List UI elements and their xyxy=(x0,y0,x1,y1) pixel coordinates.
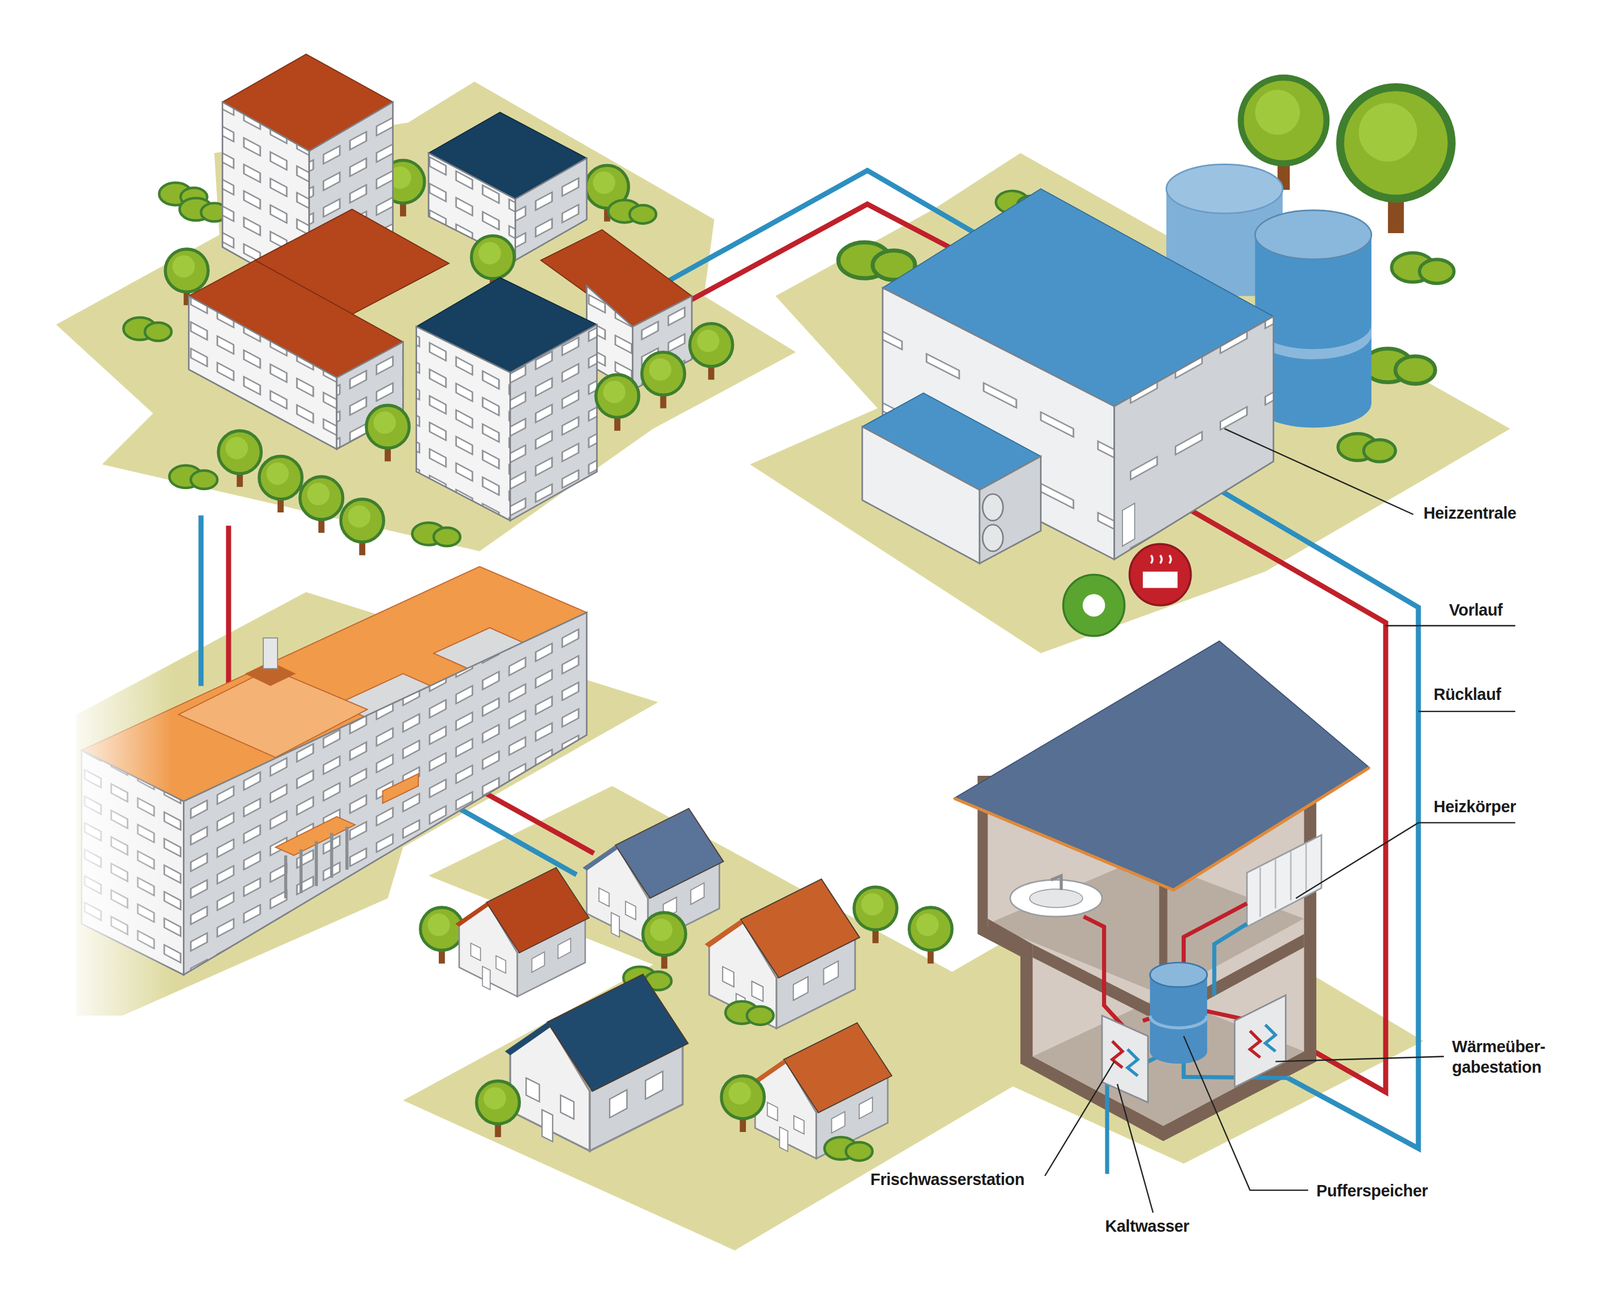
callout-label: Pufferspeicher xyxy=(1316,1180,1428,1202)
fresh-water-station xyxy=(1101,1015,1149,1102)
bush xyxy=(1363,348,1436,385)
callout-label: Heizkörper xyxy=(1433,797,1517,818)
buffer-tank-band xyxy=(1149,1015,1207,1028)
wall xyxy=(509,324,597,521)
exchanger-coil xyxy=(1265,1024,1276,1052)
bush xyxy=(179,197,228,222)
leader-line xyxy=(1045,1060,1115,1176)
callout-label: Heizzentrale xyxy=(1423,503,1517,524)
portico-roof xyxy=(382,773,419,803)
fan xyxy=(982,494,1004,521)
tree xyxy=(218,430,261,487)
callout-label: Wärmeüber- gabestation xyxy=(1451,1036,1554,1078)
tree xyxy=(366,405,410,461)
supply-pipe xyxy=(481,790,594,853)
radiator xyxy=(1246,834,1322,927)
tree xyxy=(1340,87,1452,234)
sink-bowl xyxy=(1029,888,1083,908)
callout-label: Rücklauf xyxy=(1433,684,1501,706)
bush xyxy=(1337,433,1396,462)
tap xyxy=(1051,875,1062,891)
bush xyxy=(1337,433,1396,462)
bush xyxy=(725,1001,774,1025)
tree xyxy=(340,499,384,555)
leader-line xyxy=(1224,428,1414,514)
buffer-tank-top xyxy=(1149,962,1207,987)
tree xyxy=(1340,87,1452,234)
exchanger-coil xyxy=(1127,1049,1138,1076)
tank-top xyxy=(1255,210,1372,260)
sink xyxy=(1010,879,1102,917)
wall xyxy=(188,295,337,450)
door xyxy=(1122,503,1135,546)
ground xyxy=(55,81,796,551)
tank-top xyxy=(1166,164,1283,214)
bush xyxy=(169,465,218,489)
leader-line xyxy=(1418,710,1516,712)
renewable-symbol-core xyxy=(1082,593,1105,616)
house xyxy=(704,878,860,1028)
tree xyxy=(596,374,639,431)
house xyxy=(750,1022,892,1158)
tree xyxy=(690,323,733,380)
return-pipe xyxy=(198,515,204,686)
return-pipe xyxy=(1214,923,1247,995)
bush xyxy=(1363,348,1436,385)
bush xyxy=(607,200,656,224)
house xyxy=(455,867,590,997)
exchanger-coil xyxy=(1112,1041,1123,1068)
fan xyxy=(982,524,1004,551)
tree xyxy=(476,1080,520,1137)
buffer-tank xyxy=(1149,1038,1207,1064)
supply-pipe xyxy=(226,525,232,696)
tree xyxy=(642,912,686,969)
tree xyxy=(259,455,302,512)
house xyxy=(504,973,688,1151)
heat-transfer-station xyxy=(1234,994,1287,1087)
exchanger-coil xyxy=(1250,1030,1261,1058)
house xyxy=(750,1022,892,1158)
columns xyxy=(285,826,347,899)
leader-line xyxy=(1295,822,1516,899)
radiator-ribs xyxy=(1260,842,1307,917)
renewable-symbol xyxy=(1063,574,1125,636)
tree xyxy=(854,886,897,943)
wall xyxy=(416,326,511,521)
tree xyxy=(641,352,685,408)
leader-lines xyxy=(1045,428,1516,1212)
heat-symbol-radiator xyxy=(1143,571,1178,589)
hot-water-pipe xyxy=(1083,916,1128,1031)
bush xyxy=(411,522,460,546)
wall xyxy=(1114,316,1274,559)
bush xyxy=(123,317,172,341)
leader-line xyxy=(1385,625,1516,627)
leader-line xyxy=(1183,1035,1308,1190)
house xyxy=(455,867,590,997)
leader-line xyxy=(1275,1055,1444,1061)
return-pipe xyxy=(459,807,577,875)
callout-label: Frischwasserstation xyxy=(870,1169,1025,1190)
bush xyxy=(824,1136,873,1161)
heat-symbol-waves xyxy=(1150,554,1171,563)
fade xyxy=(60,571,174,1031)
callout-label: Vorlauf xyxy=(1449,600,1503,621)
tree xyxy=(909,907,953,963)
wall xyxy=(979,455,1041,563)
bush xyxy=(1391,252,1454,284)
leader-line xyxy=(1117,1083,1154,1213)
tree xyxy=(420,907,464,963)
cupola xyxy=(263,637,278,669)
bush xyxy=(1391,252,1454,284)
house xyxy=(504,973,688,1151)
tree xyxy=(299,476,343,533)
house xyxy=(704,878,860,1028)
floor-slab xyxy=(987,918,1033,958)
tree xyxy=(721,1075,765,1132)
heat-symbol xyxy=(1129,543,1191,605)
wall xyxy=(862,426,980,564)
callout-label: Kaltwasser xyxy=(1104,1216,1190,1238)
